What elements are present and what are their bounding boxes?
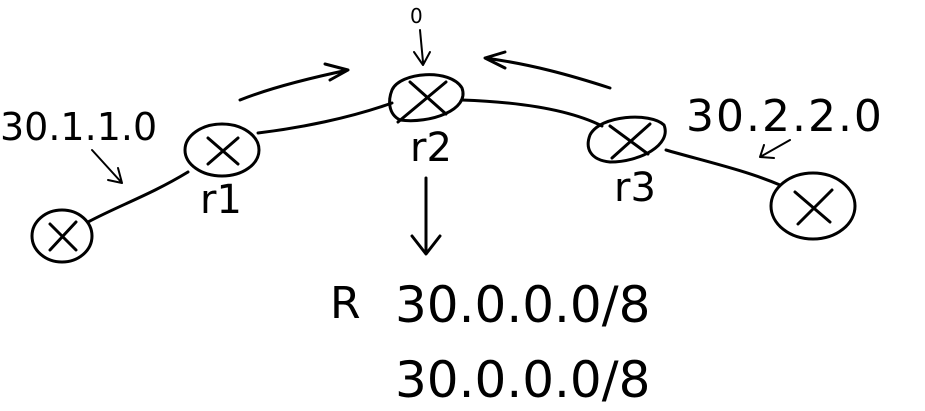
host-icon — [769, 171, 857, 241]
route-entry-2: 30.0.0.0/8 — [395, 351, 651, 409]
router1-label: r1 — [200, 177, 242, 223]
router2-label: r2 — [410, 125, 452, 171]
route-entry-1: 30.0.0.0/8 — [395, 276, 651, 334]
arrow-icon — [483, 50, 612, 90]
link-r1-r2 — [256, 101, 394, 135]
link-r2-r3 — [460, 98, 604, 128]
arrow-icon — [413, 29, 431, 66]
arrow-icon — [91, 149, 123, 184]
host-icon — [30, 208, 94, 264]
link-r3-host2 — [664, 148, 782, 187]
arrow-icon — [238, 62, 350, 102]
arrow-icon — [759, 139, 791, 159]
right-network-label: 30.2.2.0 — [686, 91, 884, 142]
left-network-label: 30.1.1.0 — [0, 105, 158, 149]
arrow-icon — [410, 176, 442, 256]
top-marker-label: 0 — [410, 4, 423, 28]
router-icon — [183, 122, 261, 178]
link-host1-r1 — [86, 170, 190, 224]
route-entry-prefix: R — [330, 278, 361, 329]
router3-label: r3 — [614, 165, 656, 211]
router-icon — [388, 73, 465, 124]
router-icon — [586, 115, 667, 164]
